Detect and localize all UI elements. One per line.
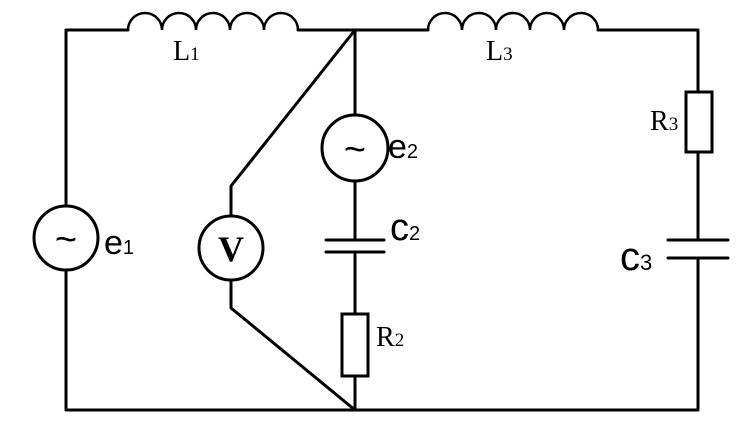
label-r2: R2	[376, 322, 404, 353]
voltmeter-wires	[229, 28, 357, 412]
e2-source-symbol: ~	[344, 129, 366, 171]
label-l1: L1	[173, 36, 200, 67]
left-branch-wires	[64, 28, 700, 412]
label-e1: e1	[104, 224, 134, 262]
voltmeter: V	[197, 214, 265, 282]
label-c3: c3	[620, 235, 652, 279]
resistor-r2	[340, 312, 370, 378]
label-r3: R3	[650, 106, 678, 137]
capacitor-c2	[324, 238, 386, 254]
resistor-r3	[684, 90, 714, 154]
capacitor-c3	[666, 238, 730, 260]
label-c2: c2	[390, 207, 420, 249]
inductor-l3	[426, 11, 600, 31]
e1-source-symbol: ~	[55, 219, 77, 261]
label-l3: L3	[486, 36, 513, 67]
source-e1: ~	[32, 204, 100, 272]
voltmeter-label: V	[218, 229, 244, 269]
label-e2: e2	[388, 128, 418, 166]
inductor-l1	[126, 11, 300, 31]
source-e2: ~	[320, 113, 390, 183]
